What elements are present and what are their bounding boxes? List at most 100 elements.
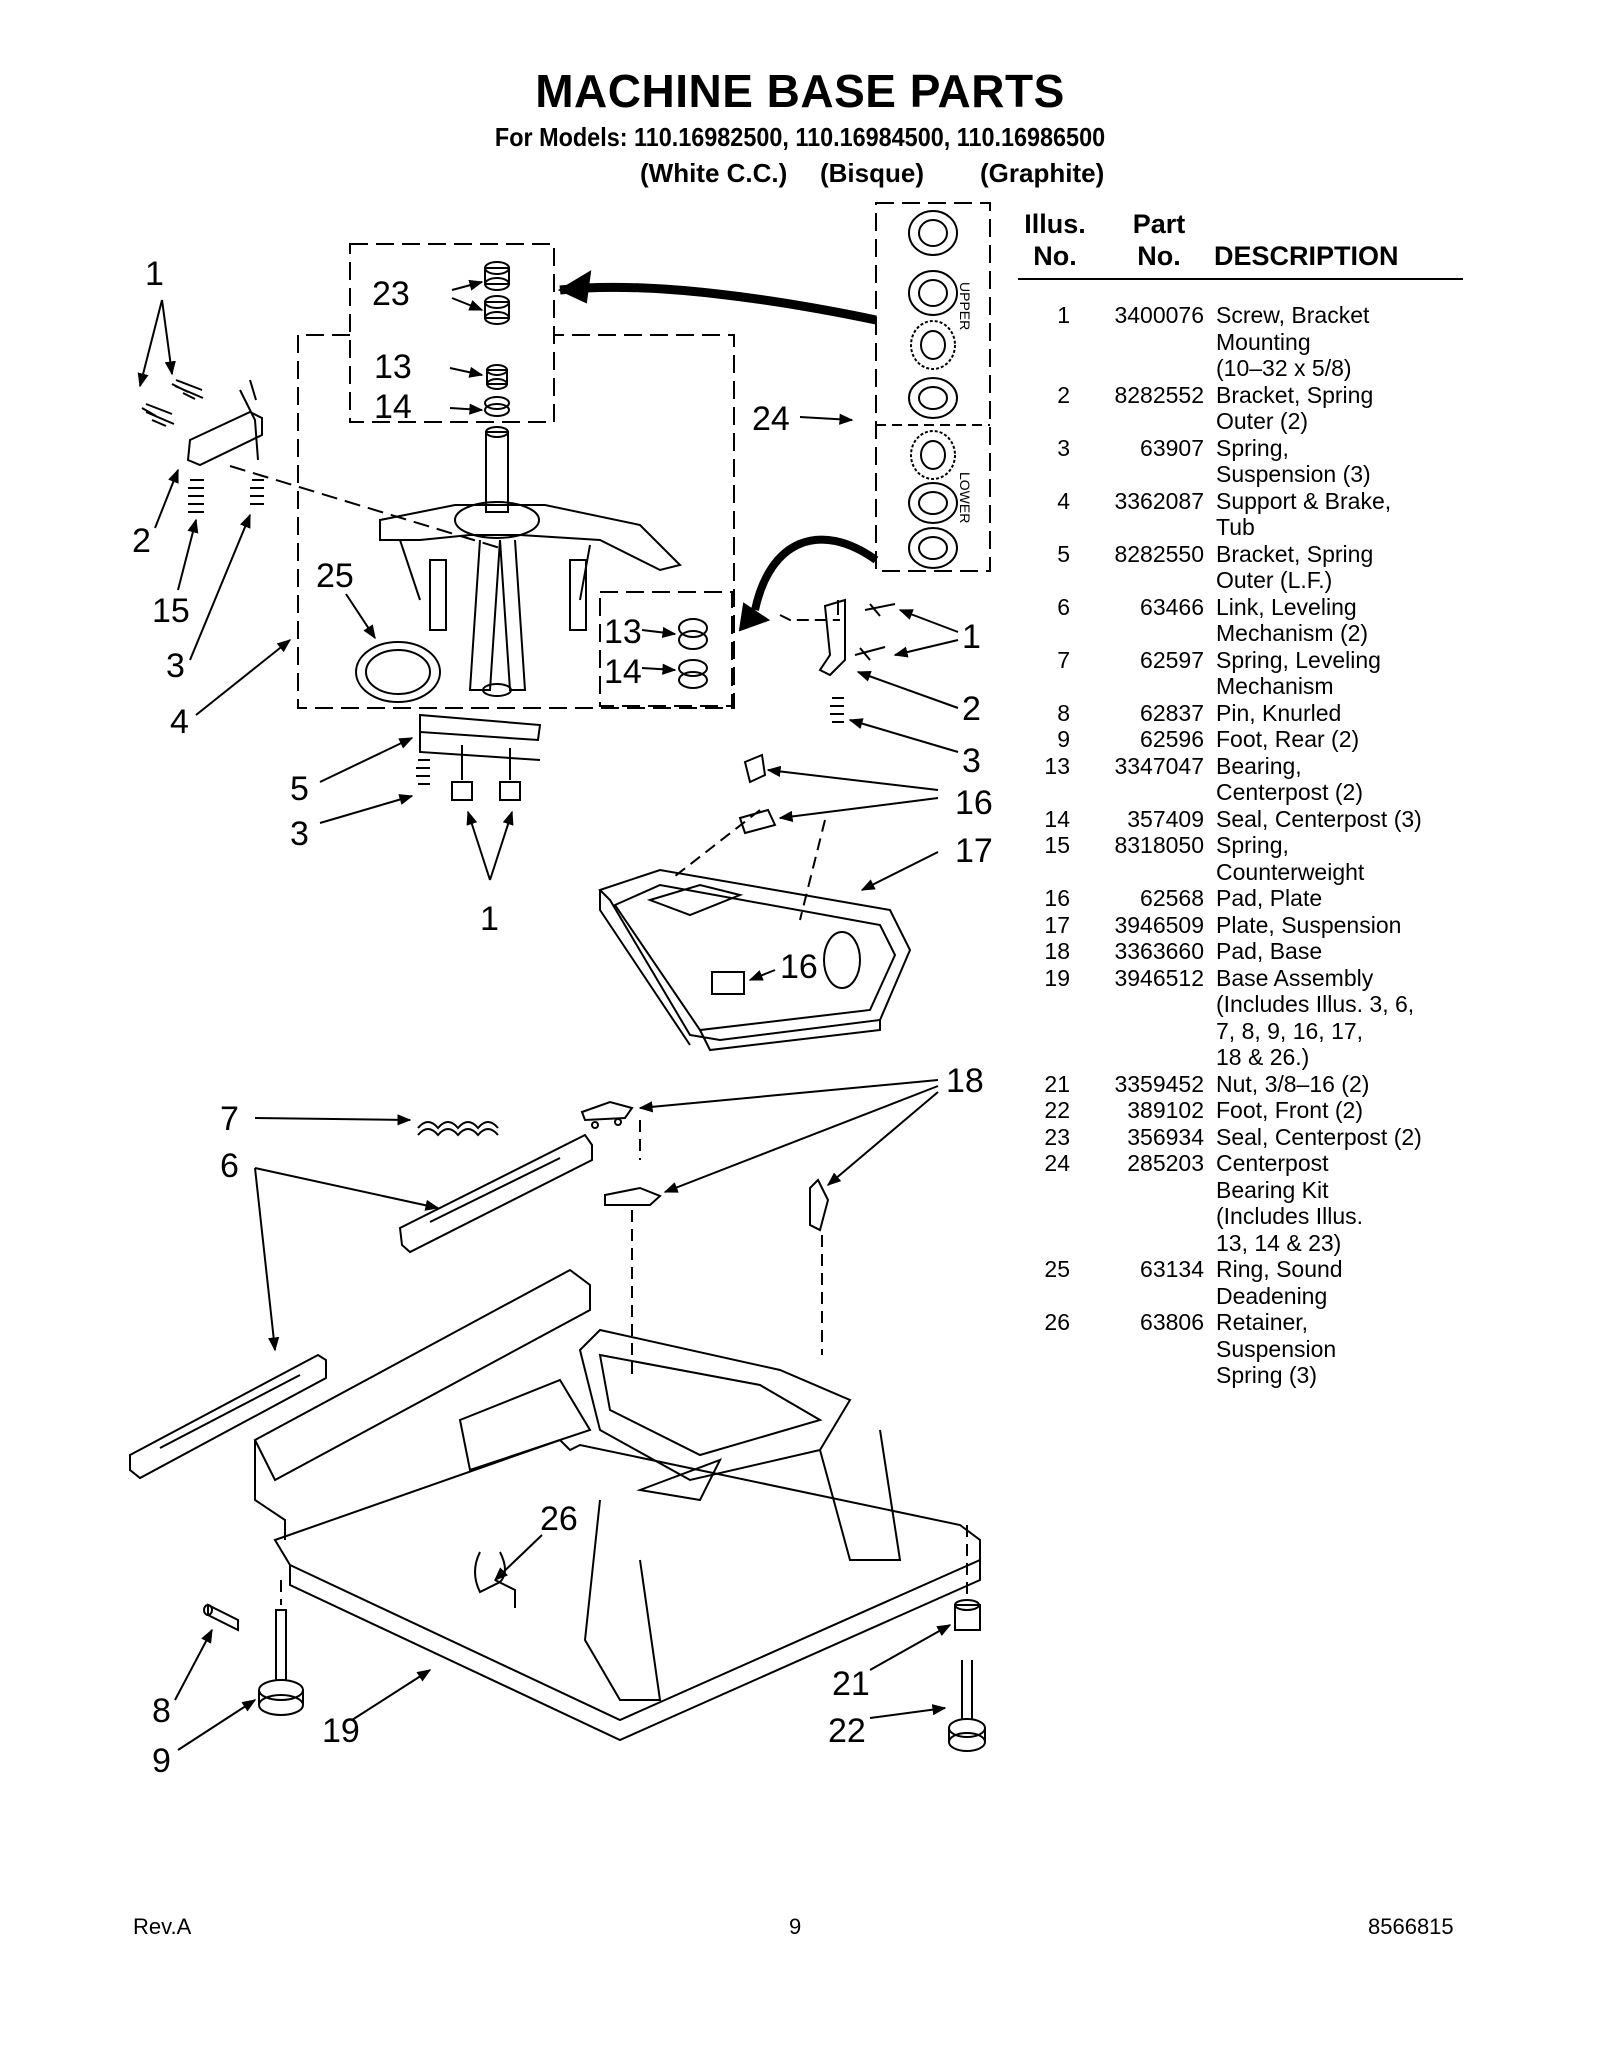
part-description: Plate, Suspension bbox=[1216, 911, 1402, 938]
table-row: 17 3946509 Plate, Suspension bbox=[1018, 912, 1463, 939]
part-number: 3946509 bbox=[1114, 911, 1204, 938]
callout-13a: 13 bbox=[374, 348, 412, 386]
leader-23-1 bbox=[451, 279, 484, 291]
part-description: Nut, 3/8–16 (2) bbox=[1216, 1070, 1370, 1097]
callout-19: 19 bbox=[322, 1712, 360, 1750]
leader-5 bbox=[319, 737, 414, 783]
knurled-pin bbox=[203, 1603, 239, 1632]
base-pad-3 bbox=[809, 1178, 830, 1232]
callout-21: 21 bbox=[832, 1665, 870, 1703]
part-description: Pad, Base bbox=[1216, 938, 1323, 964]
callout-1a: 1 bbox=[145, 255, 164, 293]
illus-number: 5 bbox=[1057, 540, 1070, 567]
bearing-13-upper bbox=[486, 364, 508, 390]
illus-number: 17 bbox=[1044, 911, 1070, 938]
leader-3c bbox=[319, 794, 414, 824]
kit-lower-bearing bbox=[910, 430, 956, 480]
leader-16b bbox=[748, 969, 776, 981]
bearing-13-lower bbox=[678, 618, 708, 650]
upper-seal-box bbox=[349, 243, 555, 423]
leader-23-2 bbox=[451, 297, 484, 311]
screw-left-1 bbox=[171, 379, 204, 400]
variant-graphite: (Graphite) bbox=[980, 158, 1105, 188]
part-description: Retainer, Suspension Spring (3) bbox=[1216, 1309, 1337, 1388]
header-part-top: Part bbox=[1132, 209, 1186, 239]
kit-lower-ring-1 bbox=[908, 482, 958, 524]
leader-1a-1 bbox=[137, 299, 163, 388]
part-description: Link, Leveling Mechanism (2) bbox=[1216, 593, 1369, 647]
part-description: Screw, Bracket Mounting (10–32 x 5/8) bbox=[1216, 302, 1370, 381]
parts-table-header: Illus. No. Part No. DESCRIPTION bbox=[1018, 208, 1463, 280]
part-description: Pin, Knurled bbox=[1216, 699, 1342, 726]
leader-1c-1 bbox=[466, 810, 491, 881]
spring-bracket-5 bbox=[419, 713, 542, 761]
illus-number: 13 bbox=[1044, 752, 1070, 779]
part-number: 356934 bbox=[1127, 1123, 1204, 1150]
callout-8: 8 bbox=[152, 1692, 171, 1730]
seal-23-top bbox=[484, 261, 510, 291]
suspension-spring-left bbox=[250, 479, 264, 505]
part-description: Pad, Plate bbox=[1216, 885, 1323, 911]
leader-6-1 bbox=[254, 1167, 440, 1211]
kit-upper-ring-2 bbox=[908, 270, 958, 316]
part-number: 389102 bbox=[1127, 1097, 1204, 1123]
callout-9: 9 bbox=[152, 1742, 171, 1780]
part-description: Spring, Suspension (3) bbox=[1216, 434, 1371, 488]
callout-26: 26 bbox=[540, 1500, 578, 1538]
illus-number: 1 bbox=[1057, 302, 1070, 328]
base-pad-1 bbox=[580, 1100, 634, 1129]
callout-16a: 16 bbox=[955, 784, 993, 822]
part-description: Bracket, Spring Outer (L.F.) bbox=[1216, 540, 1374, 594]
part-description: Bearing, Centerpost (2) bbox=[1216, 752, 1364, 806]
part-description: Foot, Rear (2) bbox=[1216, 726, 1360, 752]
leader-1c-2 bbox=[489, 810, 514, 881]
callout-14a: 14 bbox=[374, 388, 412, 426]
leader-13a bbox=[449, 366, 484, 378]
part-number: 62597 bbox=[1140, 646, 1204, 673]
callout-3c: 3 bbox=[290, 815, 309, 853]
leader-18-1 bbox=[638, 1079, 939, 1113]
illus-number: 3 bbox=[1057, 434, 1070, 461]
illus-number: 26 bbox=[1044, 1309, 1070, 1335]
leader-1a-2 bbox=[161, 299, 176, 376]
lower-bearing-box bbox=[599, 591, 733, 707]
seal-14-upper bbox=[484, 396, 510, 417]
leader-3a bbox=[189, 513, 251, 661]
callout-2a: 2 bbox=[132, 522, 151, 560]
part-number: 8282552 bbox=[1114, 381, 1204, 408]
support-brake-box bbox=[297, 334, 735, 709]
base-assembly bbox=[253, 1268, 981, 1742]
retainer-spring bbox=[474, 1551, 516, 1608]
illus-number: 4 bbox=[1057, 487, 1070, 514]
illus-number: 24 bbox=[1044, 1150, 1070, 1176]
part-number: 63134 bbox=[1140, 1256, 1204, 1282]
models-line: For Models: 110.16982500, 110.16984500, … bbox=[494, 122, 1106, 152]
screw-right-1 bbox=[864, 603, 896, 617]
callout-16b: 16 bbox=[780, 948, 818, 986]
leader-7 bbox=[254, 1114, 412, 1126]
leveling-spring bbox=[417, 1121, 499, 1137]
kit-lower-label: LOWER bbox=[957, 472, 973, 523]
illus-number: 18 bbox=[1044, 938, 1070, 964]
plate-pad-mid bbox=[738, 808, 777, 835]
part-number: 8282550 bbox=[1114, 540, 1204, 567]
part-number: 3946512 bbox=[1114, 964, 1204, 991]
callout-22: 22 bbox=[828, 1712, 866, 1750]
leader-18-3 bbox=[826, 1091, 939, 1186]
leader-19 bbox=[351, 1669, 432, 1721]
suspension-plate bbox=[598, 868, 912, 1052]
bracket-screw-2 bbox=[499, 748, 521, 801]
